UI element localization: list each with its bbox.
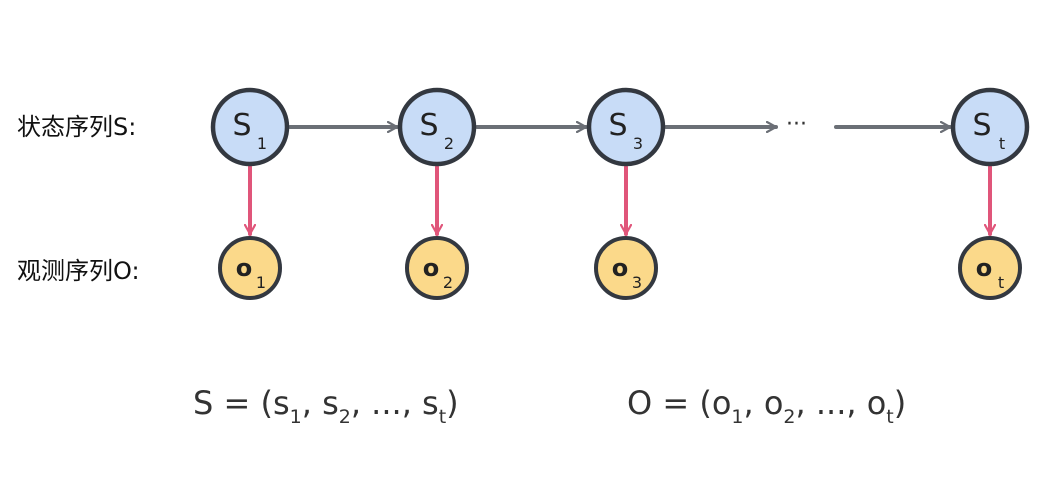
state-node-circle (210, 87, 290, 167)
observation-node-label: o (612, 254, 629, 282)
observation-node-circle (218, 236, 282, 300)
state-node-label: S (419, 108, 438, 143)
chain-ellipsis: ··· (786, 112, 807, 137)
observation-sequence-label: 观测序列O: (17, 257, 140, 285)
state-node-1: S1 (210, 87, 290, 167)
observation-node-t: ot (958, 236, 1022, 300)
observation-node-label: o (423, 254, 440, 282)
state-node-3: S3 (586, 87, 666, 167)
observation-node-subscript: t (998, 273, 1004, 292)
observation-node-circle (405, 236, 469, 300)
state-node-2: S2 (397, 87, 477, 167)
state-node-circle (397, 87, 477, 167)
observation-node-1: o1 (218, 236, 282, 300)
state-node-subscript: 3 (633, 134, 643, 153)
observation-node-subscript: 2 (443, 273, 453, 292)
observation-node-subscript: 3 (632, 273, 642, 292)
observation-node-circle (958, 236, 1022, 300)
state-node-label: S (608, 108, 627, 143)
state-node-label: S (232, 108, 251, 143)
state-node-t: St (950, 87, 1030, 167)
observation-node-subscript: 1 (256, 273, 266, 292)
state-node-subscript: 1 (257, 134, 267, 153)
state-sequence-label: 状态序列S: (17, 113, 136, 141)
state-sequence-formula: S = (s1, s2, ..., st) (193, 384, 459, 428)
observation-node-label: o (236, 254, 253, 282)
observation-node-circle (594, 236, 658, 300)
observation-node-label: o (976, 254, 993, 282)
state-node-subscript: t (999, 134, 1005, 153)
state-node-label: S (972, 108, 991, 143)
emission-arrows (250, 165, 990, 236)
observation-sequence-formula: O = (o1, o2, ..., ot) (627, 384, 906, 428)
state-node-circle (586, 87, 666, 167)
observation-node-3: o3 (594, 236, 658, 300)
state-node-subscript: 2 (444, 134, 454, 153)
state-node-circle (950, 87, 1030, 167)
observation-node-2: o2 (405, 236, 469, 300)
